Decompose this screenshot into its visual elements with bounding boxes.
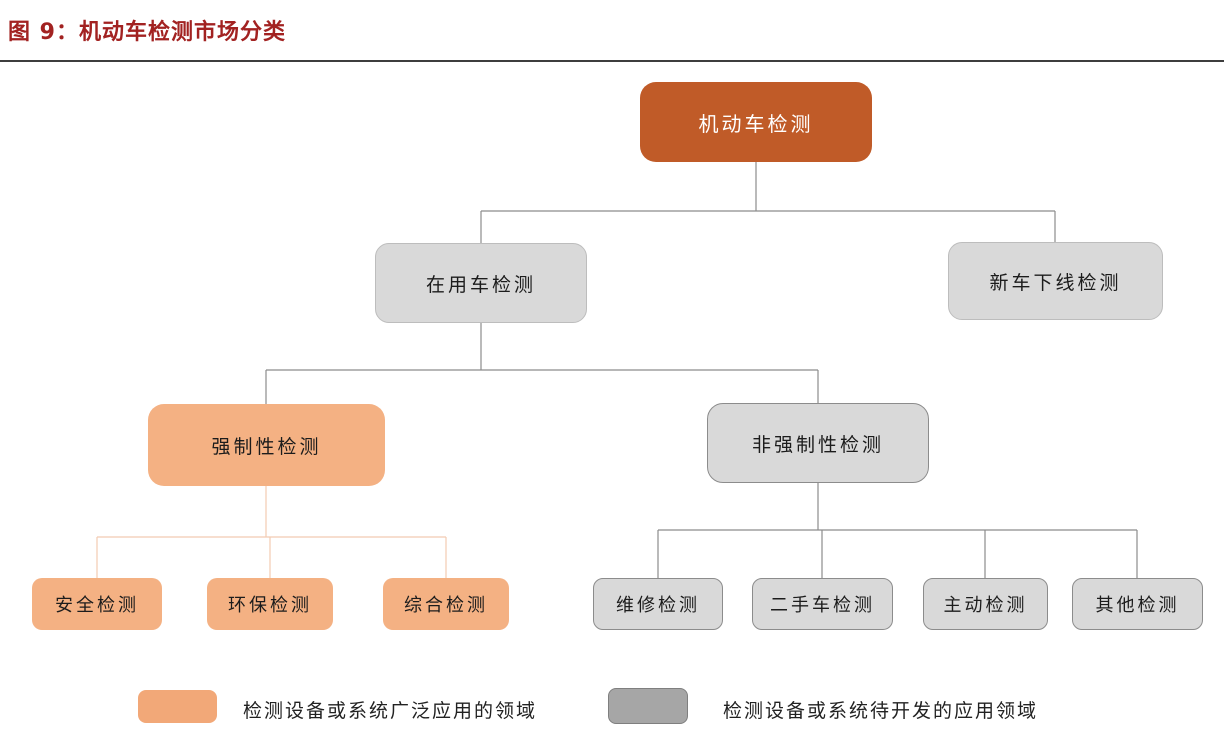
node-mandatory-inspection: 强制性检测 bbox=[148, 404, 385, 486]
legend-swatch-widely-applied bbox=[138, 690, 217, 723]
node-repair-inspection: 维修检测 bbox=[593, 578, 723, 630]
node-in-use-vehicle-inspection: 在用车检测 bbox=[375, 243, 587, 323]
legend-swatch-to-be-developed bbox=[608, 688, 688, 724]
node-non-mandatory-inspection: 非强制性检测 bbox=[707, 403, 929, 483]
title-underline bbox=[0, 60, 1224, 62]
node-comprehensive-inspection: 综合检测 bbox=[383, 578, 509, 630]
figure-title: 图 9：机动车检测市场分类 bbox=[8, 20, 286, 45]
node-environmental-inspection: 环保检测 bbox=[207, 578, 333, 630]
node-used-car-inspection: 二手车检测 bbox=[752, 578, 893, 630]
node-new-car-offline-inspection: 新车下线检测 bbox=[948, 242, 1163, 320]
node-vehicle-inspection: 机动车检测 bbox=[640, 82, 872, 162]
legend-label-to-be-developed: 检测设备或系统待开发的应用领域 bbox=[723, 700, 1039, 722]
node-safety-inspection: 安全检测 bbox=[32, 578, 162, 630]
node-other-inspection: 其他检测 bbox=[1072, 578, 1203, 630]
node-active-inspection: 主动检测 bbox=[923, 578, 1048, 630]
legend-label-widely-applied: 检测设备或系统广泛应用的领域 bbox=[243, 700, 538, 722]
